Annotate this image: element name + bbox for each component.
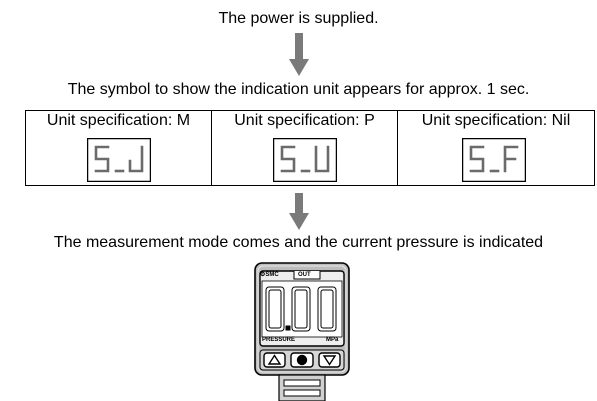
lcd-symbol-p: [273, 138, 337, 182]
down-arrow-1: [289, 33, 309, 76]
unit-cell-nil: Unit specification: Nil: [397, 110, 595, 186]
brand-text: SMC: [265, 272, 279, 278]
up-button[interactable]: [263, 352, 286, 368]
smc-logo: ⚙SMC: [260, 271, 279, 278]
set-button[interactable]: [290, 352, 314, 368]
unit-label-nil: Unit specification: Nil: [421, 112, 571, 129]
smc-logo-mark: ⚙: [260, 272, 266, 278]
out-label: OUT: [298, 272, 311, 278]
unit-table: Unit specification: M Unit specification…: [25, 110, 597, 187]
step-power-supplied: The power is supplied.: [218, 10, 379, 27]
unit-cell-p: Unit specification: P: [211, 110, 398, 186]
unit-label-m: Unit specification: M: [46, 112, 191, 129]
lcd-symbol-nil: [462, 138, 526, 182]
unit-label: MPa: [326, 337, 339, 343]
down-arrow-2: [289, 193, 309, 230]
device-body: [254, 262, 350, 401]
unit-cell-m: Unit specification: M: [25, 110, 212, 186]
step-symbol-appears: The symbol to show the indication unit a…: [67, 81, 530, 98]
step-measurement-mode: The measurement mode comes and the curre…: [53, 234, 544, 251]
down-button[interactable]: [318, 352, 341, 368]
pressure-switch-device: ⚙SMC OUT PRESSURE MPa: [254, 262, 350, 401]
pressure-label: PRESSURE: [262, 337, 296, 343]
unit-label-p: Unit specification: P: [234, 112, 375, 129]
lcd-symbol-m: [87, 138, 151, 182]
